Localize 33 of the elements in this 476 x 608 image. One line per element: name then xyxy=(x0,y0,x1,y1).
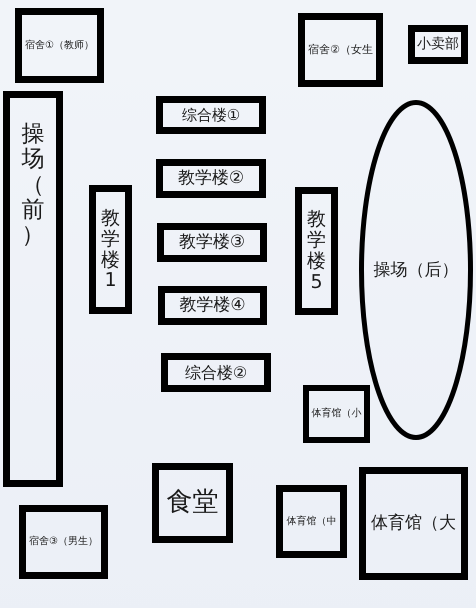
building-label: 教学楼③ xyxy=(178,232,246,253)
building-label: 宿舍②（女生 xyxy=(308,43,373,57)
building-label: 综合楼① xyxy=(182,106,240,124)
building-label: 宿舍③（男生） xyxy=(29,536,98,548)
building-box xyxy=(89,185,132,314)
building-box xyxy=(303,385,370,443)
building-label: 教学楼② xyxy=(178,168,244,189)
building-box xyxy=(408,25,468,64)
building-box xyxy=(276,485,347,558)
building-box xyxy=(152,463,233,543)
field-label: 操场（前） xyxy=(22,122,44,248)
building-box xyxy=(161,353,271,392)
building-box xyxy=(295,187,338,315)
building-box xyxy=(19,505,108,579)
building-label: 体育馆（小 xyxy=(312,408,362,420)
building-label: 综合楼② xyxy=(184,362,248,382)
building-label: 食堂 xyxy=(166,487,218,519)
building-box xyxy=(158,286,267,325)
building-box xyxy=(298,13,383,87)
building-label: 体育馆（大 xyxy=(371,513,456,534)
building-label: 小卖部 xyxy=(417,36,459,53)
building-box xyxy=(359,467,468,580)
building-label: 教学楼5 xyxy=(307,209,326,293)
building-label: 教学楼1 xyxy=(101,208,120,292)
building-box xyxy=(15,8,104,83)
building-label: 宿舍①（教师） xyxy=(25,40,94,52)
field-label: 操场（后） xyxy=(374,260,458,280)
building-label: 体育馆（中 xyxy=(286,516,336,528)
building-box xyxy=(157,223,267,262)
building-box xyxy=(156,96,266,134)
building-label: 教学楼④ xyxy=(179,295,246,316)
building-box xyxy=(156,159,266,198)
sports-field-box xyxy=(3,91,63,487)
